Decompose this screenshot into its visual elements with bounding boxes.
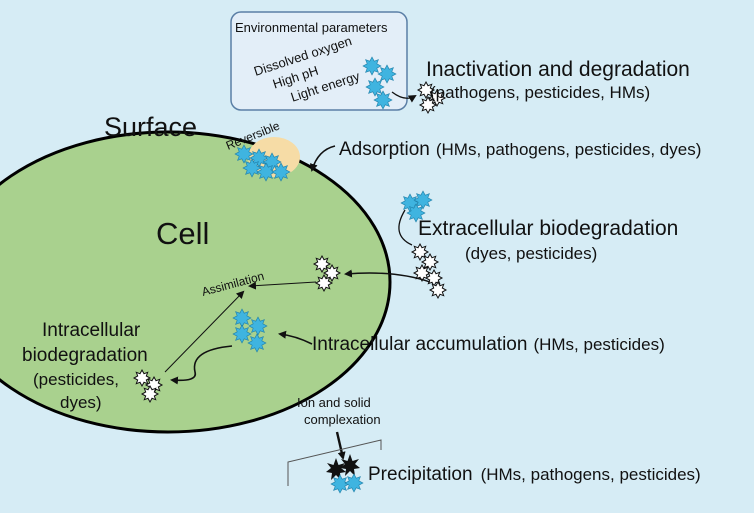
adsorption-title: Adsorption(HMs, pathogens, pesticides, d… <box>339 139 701 160</box>
blue-pollutant-icon <box>373 90 393 110</box>
degraded-pollutant-icon <box>429 281 447 299</box>
inactivation-title: Inactivation and degradation <box>426 58 690 81</box>
blue-pollutant-icon <box>232 308 252 328</box>
extracellular-title: Extracellular biodegradation <box>418 217 678 240</box>
intracellular-biodegradation-arrow <box>170 345 233 385</box>
assimilation-from-degraded-arrow <box>164 290 245 373</box>
blue-pollutant-icon <box>362 56 382 76</box>
blue-pollutant-icon <box>271 162 291 182</box>
inactivation-subtitle: (pathogens, pesticides, HMs) <box>430 83 650 102</box>
degraded-pollutant-icon <box>315 274 333 292</box>
precipitation-bracket <box>287 439 382 486</box>
intracellular-bio-line1: Intracellular <box>42 320 141 341</box>
ion-complexation-line1: Ion and solid <box>297 395 371 410</box>
assimilation-arrow <box>248 281 317 290</box>
blue-pollutant-icon <box>232 324 252 344</box>
blue-pollutant-icon <box>242 158 262 178</box>
blue-pollutant-icon <box>377 64 397 84</box>
precipitation-title: Precipitation(HMs, pathogens, pesticides… <box>368 464 701 485</box>
blue-pollutant-icon <box>344 473 364 493</box>
cell-body <box>0 130 392 434</box>
blue-pollutant-icon <box>234 144 254 164</box>
uptake-arrow <box>344 269 431 283</box>
accumulation-title: Intracellular accumulation(HMs, pesticid… <box>312 334 665 355</box>
extracellular-path <box>398 209 413 246</box>
surface-label: Surface <box>104 112 197 142</box>
intracellular-bio-line4: dyes) <box>60 393 102 412</box>
degraded-pollutant-icon <box>421 253 439 271</box>
inactivation-arrow <box>391 91 417 103</box>
env-parameters-box <box>230 11 408 111</box>
extracellular-subtitle: (dyes, pesticides) <box>465 244 597 263</box>
adsorption-arrow <box>309 145 336 172</box>
degraded-pollutant-icon <box>141 385 159 403</box>
blue-pollutant-icon <box>248 316 268 336</box>
accumulation-arrow <box>278 330 313 345</box>
intracellular-bio-line3: (pesticides, <box>33 370 119 389</box>
degraded-pollutant-icon <box>425 269 443 287</box>
ion-complexation-line2: complexation <box>304 412 381 427</box>
blue-pollutant-icon <box>365 77 385 97</box>
complexation-arrow <box>335 431 346 460</box>
cell-label: Cell <box>156 216 209 251</box>
blue-pollutant-icon <box>247 333 267 353</box>
intracellular-bio-line2: biodegradation <box>22 345 148 366</box>
env-parameters-title: Environmental parameters <box>235 20 388 35</box>
